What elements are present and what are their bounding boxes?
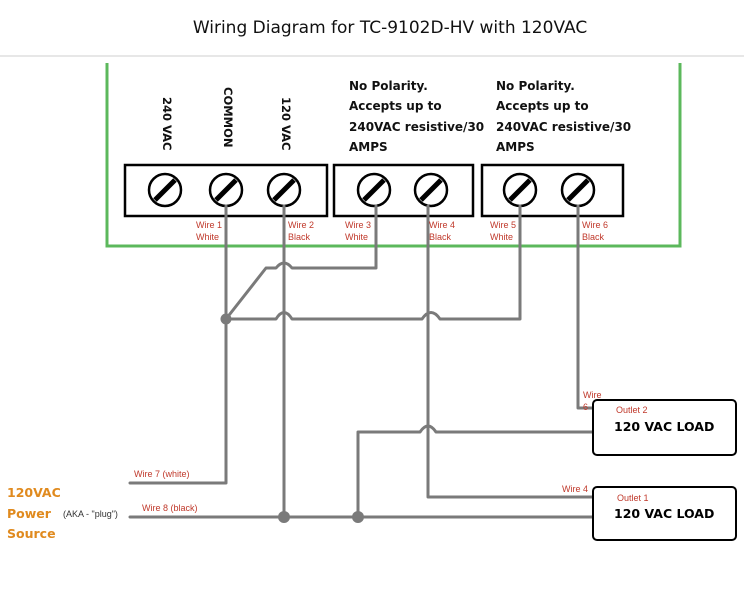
svg-text:AMPS: AMPS	[496, 140, 535, 154]
wire-1	[128, 204, 228, 485]
wire-3-label: Wire 3 White	[345, 220, 371, 242]
screw-240vac	[147, 172, 183, 208]
svg-text:AMPS: AMPS	[349, 140, 388, 154]
controller-panel	[105, 63, 682, 248]
outlet-2-text: 120 VAC LOAD	[614, 419, 714, 434]
wire-4-label: Wire 4 Black	[429, 220, 455, 242]
svg-text:Wire 6: Wire 6	[582, 220, 608, 230]
svg-text:Wire 3: Wire 3	[345, 220, 371, 230]
wire-6-label: Wire 6 Black	[582, 220, 608, 242]
svg-text:Black: Black	[582, 232, 605, 242]
wire-4-load-label: Wire 4	[562, 484, 588, 494]
svg-text:White: White	[490, 232, 513, 242]
screw-common	[208, 172, 244, 208]
wire-2-label: Wire 2 Black	[288, 220, 314, 242]
label-common: COMMON	[221, 87, 235, 148]
svg-text:Accepts up to: Accepts up to	[349, 99, 442, 113]
no-polarity-note-1: No Polarity. Accepts up to 240VAC resist…	[349, 79, 484, 154]
wire-8-branch-outlet2	[356, 424, 594, 519]
svg-text:Wire 5: Wire 5	[490, 220, 516, 230]
outlet-1-load: Outlet 1 120 VAC LOAD	[592, 486, 737, 541]
svg-text:Black: Black	[429, 232, 452, 242]
screw-relay2-a	[502, 172, 538, 208]
screw-relay2-b	[560, 172, 596, 208]
junction-dot	[220, 313, 232, 325]
wire-6-load-label: Wire 6	[583, 390, 602, 412]
svg-text:Wire 4: Wire 4	[429, 220, 455, 230]
label-120vac: 120 VAC	[279, 97, 293, 150]
wire-5	[224, 204, 522, 321]
wire-5-label: Wire 5 White	[490, 220, 516, 242]
wire-1-label: Wire 1 White	[196, 220, 222, 242]
svg-text:Source: Source	[7, 526, 56, 541]
svg-text:Black: Black	[288, 232, 311, 242]
screw-relay1-a	[356, 172, 392, 208]
svg-text:6: 6	[583, 402, 588, 412]
outlet-2-tag: Outlet 2	[616, 405, 648, 415]
svg-text:240VAC resistive/30: 240VAC resistive/30	[349, 120, 484, 134]
screw-120vac	[266, 172, 302, 208]
wire-7-label: Wire 7 (white)	[134, 469, 190, 479]
wire-8-label: Wire 8 (black)	[142, 503, 198, 513]
label-240vac: 240 VAC	[160, 97, 174, 150]
svg-text:Accepts up to: Accepts up to	[496, 99, 589, 113]
screw-relay1-b	[413, 172, 449, 208]
svg-text:Power: Power	[7, 506, 52, 521]
svg-text:White: White	[345, 232, 368, 242]
junction-dot	[278, 511, 290, 523]
svg-text:No Polarity.: No Polarity.	[349, 79, 428, 93]
svg-text:Wire: Wire	[583, 390, 602, 400]
diagram-title: Wiring Diagram for TC-9102D-HV with 120V…	[193, 18, 587, 38]
power-source-label: 120VAC Power Source	[7, 485, 61, 541]
svg-text:White: White	[196, 232, 219, 242]
terminal-block-relay-1	[332, 163, 475, 218]
no-polarity-note-2: No Polarity. Accepts up to 240VAC resist…	[496, 79, 631, 154]
wire-3	[224, 204, 378, 321]
svg-text:Wire 1: Wire 1	[196, 220, 222, 230]
wire-4	[426, 204, 594, 499]
junction-dot	[352, 511, 364, 523]
svg-text:Wire 2: Wire 2	[288, 220, 314, 230]
outlet-1-text: 120 VAC LOAD	[614, 506, 714, 521]
svg-text:120VAC: 120VAC	[7, 485, 61, 500]
outlet-1-tag: Outlet 1	[617, 493, 649, 503]
svg-text:240VAC resistive/30: 240VAC resistive/30	[496, 120, 631, 134]
svg-text:No Polarity.: No Polarity.	[496, 79, 575, 93]
outlet-2-load: Outlet 2 120 VAC LOAD	[592, 399, 737, 456]
wire-6	[576, 204, 594, 410]
plug-aka-label: (AKA - "plug")	[63, 509, 118, 519]
